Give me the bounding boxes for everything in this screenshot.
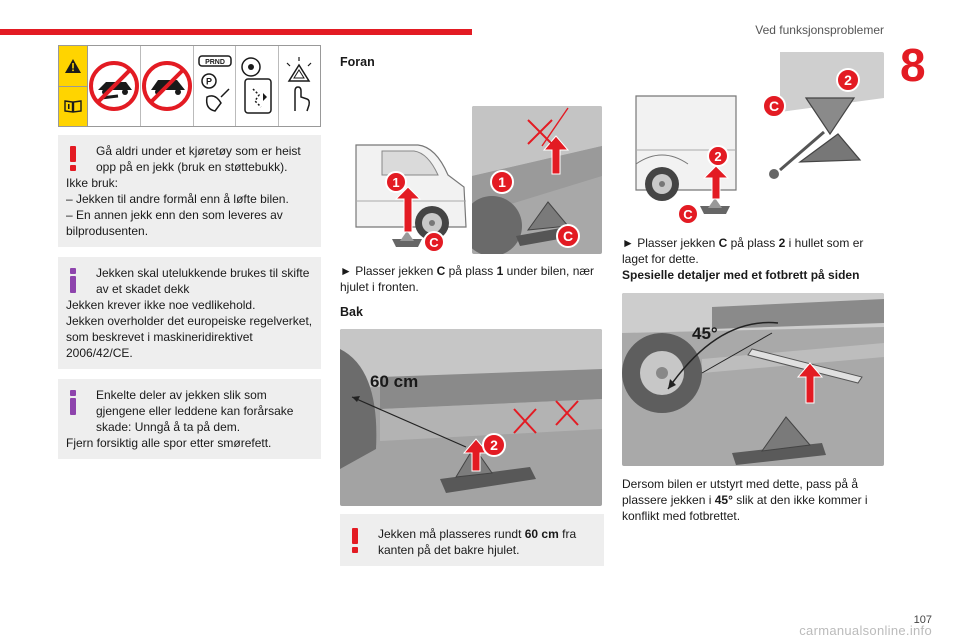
front-instruction: ► Plasser jekken C på plass 1 under bile… <box>340 264 595 294</box>
svg-text:1: 1 <box>392 175 399 190</box>
rear-jack-illustration: 60 cm 2 <box>340 329 602 506</box>
section-title-rear: Bak <box>340 305 363 319</box>
rear-van-illustration: 2 C <box>632 90 740 225</box>
wheel-chock-icon <box>235 46 277 126</box>
distance-label: 60 cm <box>370 372 418 391</box>
svg-text:2: 2 <box>844 72 852 88</box>
info-icon <box>70 268 76 293</box>
rear-instruction: ► Plasser jekken C på plass 2 i hullet s… <box>622 236 864 266</box>
section-title-front: Foran <box>340 55 375 69</box>
right-column: 2 C 2 C ► Plasser jekken C på plass 2 i … <box>622 45 884 524</box>
gear-selector-label: PRND <box>205 59 225 66</box>
info-line: Jekken krever ikke noe vedlikehold. <box>66 298 256 312</box>
info-line: Fjern forsiktig alle spor etter smørefet… <box>66 436 272 450</box>
front-van-illustration: 1 C <box>352 139 470 254</box>
warning-box-rear-distance: Jekken må plasseres rundt 60 cm fra kant… <box>340 514 604 566</box>
warning-line: – En annen jekk enn den som leveres av b… <box>66 208 283 238</box>
svg-text:C: C <box>769 98 779 114</box>
rear-jack-closeup-illustration: 2 C <box>760 52 884 180</box>
badge-1: 1 <box>490 170 514 194</box>
warning-line: Ikke bruk: <box>66 176 119 190</box>
park-label: P <box>206 77 212 87</box>
badge-c: C <box>762 94 786 118</box>
svg-text:C: C <box>563 228 573 244</box>
watermark: carmanualsonline.info <box>799 623 932 638</box>
badge-c: C <box>556 224 580 248</box>
no-person-under-car-icon <box>88 46 140 126</box>
svg-text:C: C <box>429 235 439 250</box>
info-box-jack-parts: Enkelte deler av jekken slik som gjengen… <box>58 379 321 459</box>
badge-c: C <box>677 203 699 225</box>
safety-icon-bar: PRND P <box>58 45 321 127</box>
page-header-title: Ved funksjonsproblemer <box>755 23 884 37</box>
svg-text:2: 2 <box>714 149 721 164</box>
badge-2: 2 <box>836 68 860 92</box>
manual-book-icon <box>59 85 87 127</box>
badge-c: C <box>423 231 445 253</box>
header-accent-bar <box>0 29 472 35</box>
exclamation-warning-icon <box>70 146 76 171</box>
info-box-jack-usage: Jekken skal utelukkende brukes til skift… <box>58 257 321 369</box>
page-number: 107 <box>913 614 932 626</box>
badge-1: 1 <box>385 171 407 193</box>
info-line: Jekken overholder det europeiske regelve… <box>66 314 313 360</box>
warning-box-jack-safety: Gå aldri under et kjøretøy som er heist … <box>58 135 321 247</box>
footboard-jack-illustration: 45° <box>622 293 884 466</box>
warning-triangle-icon <box>59 46 87 86</box>
left-column: PRND P <box>58 45 321 459</box>
svg-text:1: 1 <box>498 174 506 190</box>
middle-column: Foran 1 C <box>340 55 604 566</box>
park-gear-handbrake-icon: PRND P <box>193 46 235 126</box>
footboard-subheading: Spesielle detaljer med et fotbrett på si… <box>622 268 860 282</box>
warning-line: – Jekken til andre formål enn å løfte bi… <box>66 192 289 206</box>
footboard-footer-text: Dersom bilen er utstyrt med dette, pass … <box>622 477 868 523</box>
info-first-line: Enkelte deler av jekken slik som gjengen… <box>96 388 294 434</box>
info-first-line: Jekken skal utelukkende brukes til skift… <box>96 266 310 296</box>
info-icon <box>70 390 76 415</box>
no-driving-on-jack-icon <box>140 46 193 126</box>
chapter-number: 8 <box>900 39 926 91</box>
hazard-lights-icon <box>277 46 320 126</box>
front-jack-closeup-illustration: 1 C <box>472 106 602 254</box>
svg-text:C: C <box>683 207 693 222</box>
badge-2: 2 <box>707 145 729 167</box>
badge-2: 2 <box>482 433 506 457</box>
rear-warning-text: Jekken må plasseres rundt 60 cm fra kant… <box>378 527 577 557</box>
svg-text:2: 2 <box>490 437 498 453</box>
angle-label: 45° <box>692 324 718 343</box>
exclamation-warning-icon <box>352 528 358 553</box>
warning-first-line: Gå aldri under et kjøretøy som er heist … <box>96 144 301 174</box>
